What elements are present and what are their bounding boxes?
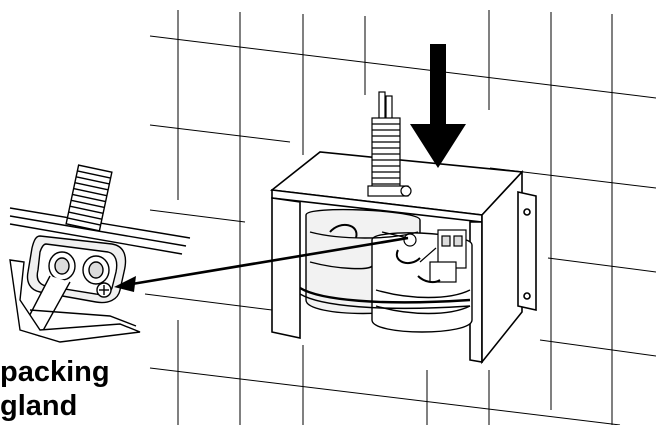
wall-tile-grid [144, 10, 656, 425]
packing-gland-label-line1: packing [0, 356, 110, 388]
control-unit [403, 229, 467, 284]
enclosure-left-panel [271, 197, 301, 339]
packing-gland-label-line2: gland [0, 390, 78, 422]
supply-hose [367, 91, 412, 197]
mounting-bracket [517, 191, 537, 311]
leader-arrow-icon [114, 231, 409, 292]
down-arrow-icon [410, 44, 466, 168]
packing-gland-detail [9, 164, 191, 343]
packing-gland-label: packing gland [0, 355, 110, 423]
